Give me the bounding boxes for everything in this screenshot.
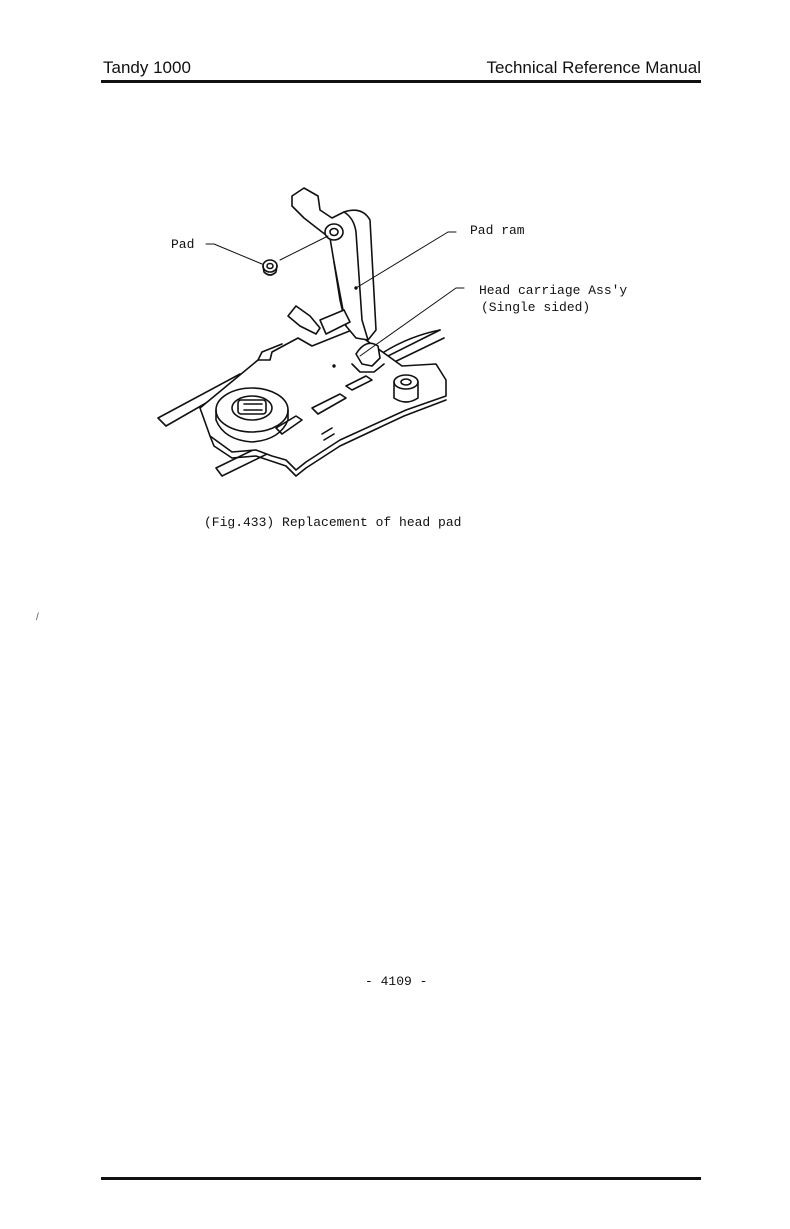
pad-arm <box>288 188 376 340</box>
running-header-manual: Technical Reference Manual <box>486 58 701 78</box>
pad-part <box>263 260 277 275</box>
head-carriage-illustration <box>150 180 470 480</box>
label-single-sided: (Single sided) <box>481 300 590 315</box>
running-header-title: Tandy 1000 <box>103 58 191 78</box>
figure-caption: (Fig.433) Replacement of head pad <box>204 515 461 530</box>
header-rule <box>101 80 701 83</box>
footer-rule <box>101 1177 701 1180</box>
label-head-carriage: Head carriage Ass'y <box>479 283 627 298</box>
label-pad: Pad <box>171 237 194 252</box>
label-pad-ram: Pad ram <box>470 223 525 238</box>
page-number: - 4109 - <box>365 974 427 989</box>
stray-mark: / <box>36 612 39 623</box>
